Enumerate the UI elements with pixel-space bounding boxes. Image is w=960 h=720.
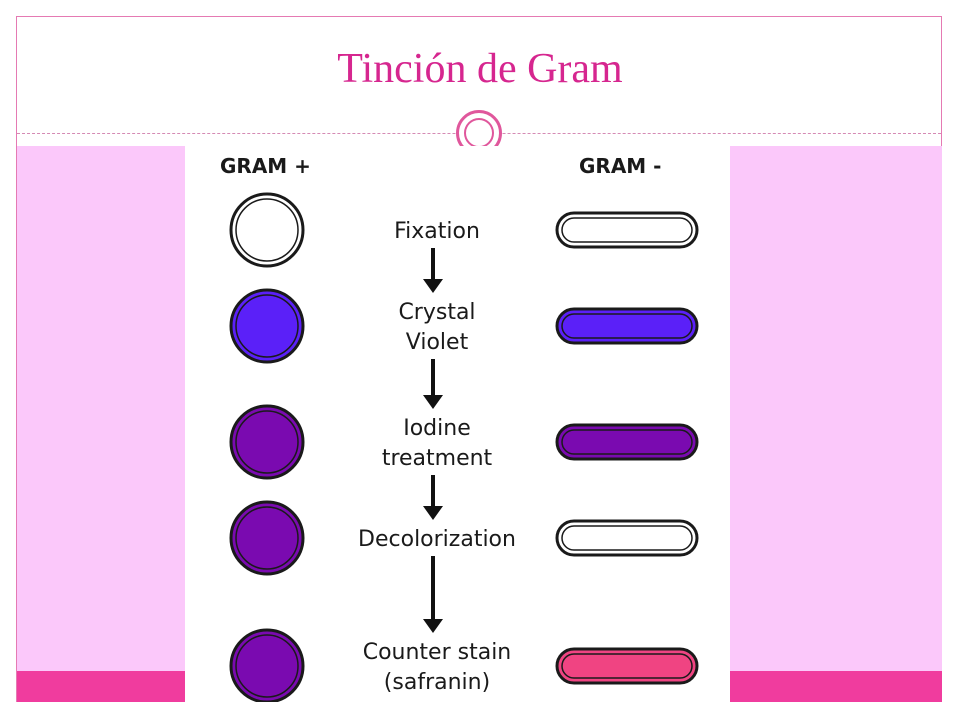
right-accent-strip <box>730 671 942 702</box>
gram-positive-cell-inner-wall <box>235 506 299 570</box>
step-label: Iodine <box>403 416 471 441</box>
right-accent-band <box>730 146 942 702</box>
step-row: Counter stain (safranin) <box>229 628 699 702</box>
slide-title: Tinción de Gram <box>337 46 623 92</box>
gram-negative-cell-inner-wall <box>561 313 693 339</box>
gram-negative-cell <box>555 307 699 345</box>
gram-positive-cell-inner-wall <box>235 634 299 698</box>
gram-negative-cell-inner-wall <box>561 217 693 243</box>
gram-positive-cell <box>229 192 305 268</box>
gram-negative-cell-inner-wall <box>561 653 693 679</box>
arrow-down-icon <box>423 475 443 520</box>
gram-negative-cell <box>555 647 699 685</box>
gram-negative-cell-inner-wall <box>561 429 693 455</box>
left-accent-strip <box>17 671 185 702</box>
step-label: Counter stain <box>363 640 512 665</box>
gram-stain-diagram-svg: GRAM + GRAM - FixationCrystalVioletIodin… <box>220 154 699 702</box>
gram-positive-cell <box>229 288 305 364</box>
gram-positive-cell-inner-wall <box>235 198 299 262</box>
gram-positive-header: GRAM + <box>220 154 311 178</box>
gram-negative-cell <box>555 211 699 249</box>
step-label: (safranin) <box>384 670 490 695</box>
gram-positive-cell <box>229 404 305 480</box>
arrow-down-icon <box>423 556 443 633</box>
arrow-down-icon <box>423 359 443 409</box>
gram-positive-cell-inner-wall <box>235 410 299 474</box>
gram-negative-header: GRAM - <box>579 154 661 178</box>
arrow-down-icon <box>423 248 443 293</box>
gram-positive-cell <box>229 500 305 576</box>
step-label: Decolorization <box>358 527 516 552</box>
step-label: treatment <box>382 446 493 471</box>
gram-negative-cell-inner-wall <box>561 525 693 551</box>
gram-positive-cell-inner-wall <box>235 294 299 358</box>
step-row: Decolorization <box>229 500 699 576</box>
left-accent-band <box>17 146 185 702</box>
step-label: Fixation <box>394 219 480 244</box>
gram-negative-cell <box>555 423 699 461</box>
step-label: Violet <box>406 330 469 355</box>
step-row: Fixation <box>229 192 699 268</box>
step-row: Iodine treatment <box>229 404 699 480</box>
gram-positive-cell <box>229 628 305 702</box>
step-label: Crystal <box>398 300 475 325</box>
gram-negative-cell <box>555 519 699 557</box>
